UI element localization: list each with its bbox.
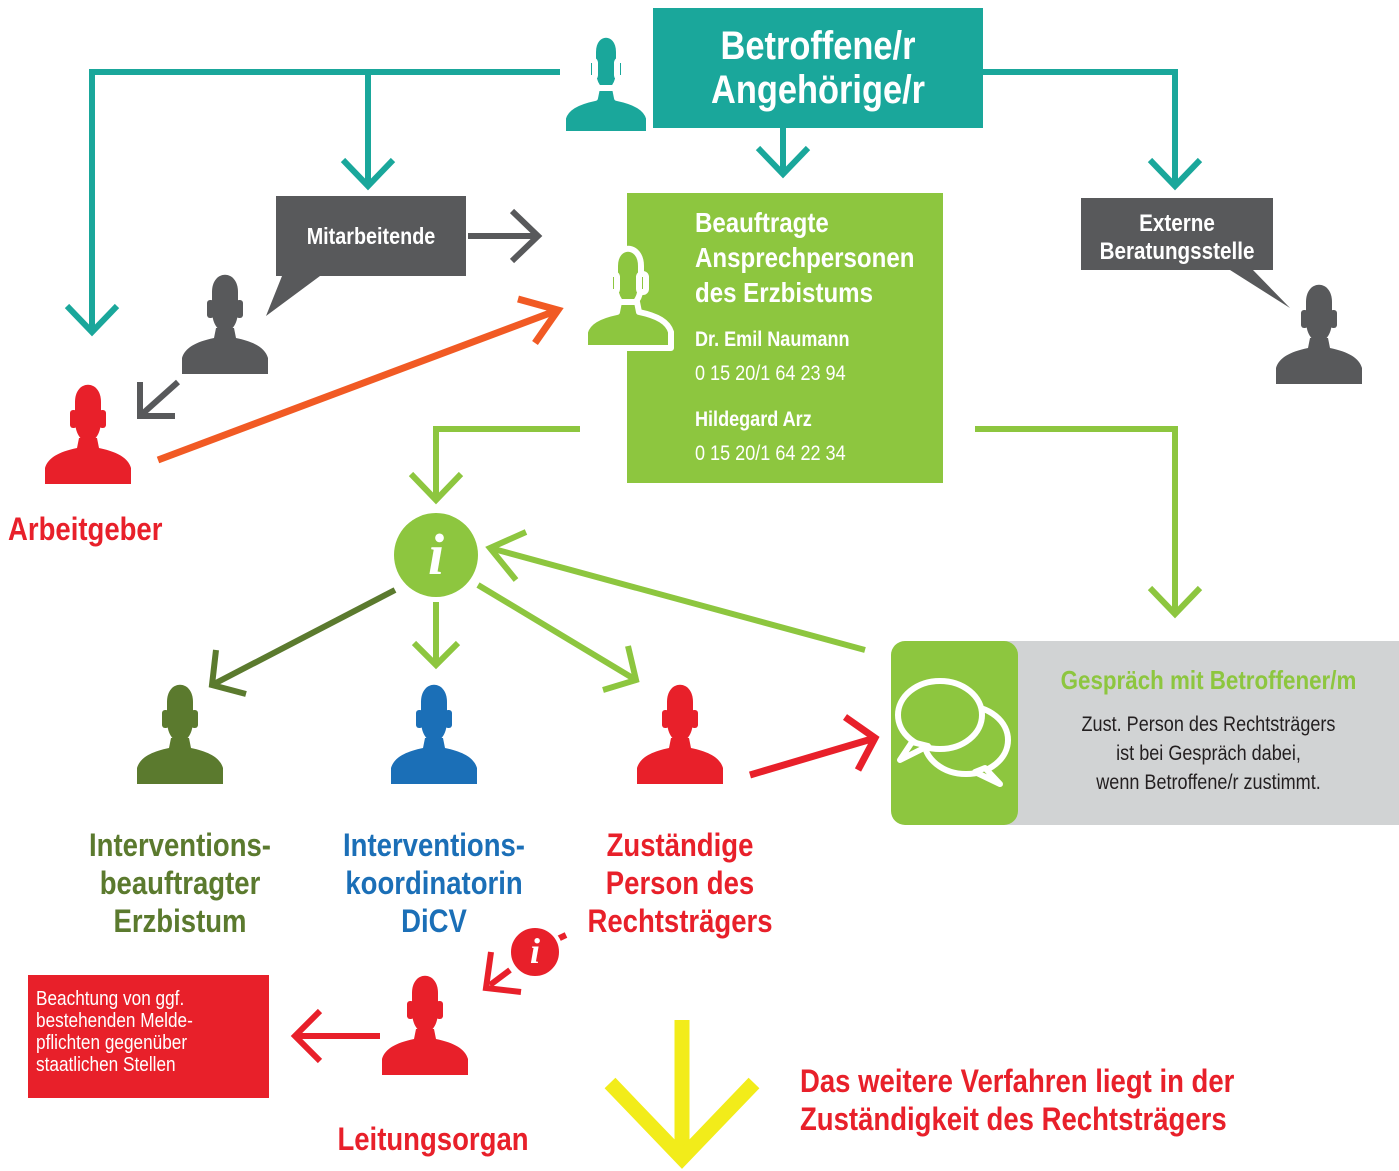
external-line2: Beratungsstelle <box>1099 238 1255 265</box>
responsible-person-label: Zuständige Person des Rechtsträgers <box>577 826 783 940</box>
contact-title-line2: Ansprechpersonen <box>695 242 915 273</box>
governing-body-icon <box>382 975 468 1075</box>
contact-title-line3: des Erzbistums <box>695 277 873 308</box>
meeting-info-panel <box>1000 641 1399 825</box>
affected-person-icon <box>563 35 649 134</box>
meeting-line3: wenn Betroffene/r zustimmt. <box>1096 771 1321 794</box>
meeting-title: Gespräch mit Betroffener/m <box>1060 665 1357 695</box>
meeting-line1: Zust. Person des Rechtsträgers <box>1081 713 1336 736</box>
small-info-icon: i <box>529 931 540 971</box>
role-line: Rechtsträgers <box>587 903 773 939</box>
role-line: beauftragter <box>99 865 261 901</box>
reporting-line: staatlichen Stellen <box>36 1054 176 1076</box>
reporting-line: Beachtung von ggf. <box>36 988 185 1010</box>
contact-name: Dr. Emil Naumann <box>695 328 850 351</box>
contact-phone[interactable]: 0 15 20/1 64 22 34 <box>695 442 846 465</box>
info-icon: i <box>427 522 445 587</box>
board-to-reporting-arrow <box>290 1008 380 1064</box>
role-line: Zuständige <box>606 827 754 863</box>
speech-bubbles-icon <box>895 678 1011 787</box>
procedure-line1: Das weitere Verfahren liegt in der <box>800 1063 1235 1099</box>
role-line: Person des <box>605 865 755 901</box>
governing-body-label: Leitungsorgan <box>337 1121 529 1157</box>
further-procedure-arrow <box>604 1020 760 1169</box>
role-line: Erzbistum <box>113 903 247 939</box>
external-advisory-label: Externe Beratungsstelle <box>1094 210 1259 266</box>
reporting-obligations-text: Beachtung von ggf. bestehenden Melde- pf… <box>36 988 193 1076</box>
employee-icon <box>182 274 268 374</box>
employees-label: Mitarbeitende <box>306 223 436 249</box>
affected-person-label: Betroffene/r Angehörige/r <box>676 24 960 112</box>
green-connectors <box>408 426 1203 619</box>
small-info-circle <box>507 924 563 980</box>
contact-persons-text: Beauftragte Ansprechpersonen des Erzbist… <box>695 205 919 471</box>
intervention-coordinator-icon <box>391 684 477 784</box>
employees-speech-bubble <box>266 196 466 316</box>
affected-person-box <box>653 8 983 128</box>
contact-name: Hildegard Arz <box>695 408 812 431</box>
employee-to-employer-arrow <box>137 379 181 419</box>
affected-person-line1: Betroffene/r <box>720 24 916 68</box>
employer-label: Arbeitgeber <box>8 511 163 547</box>
role-line: koordinatorin <box>345 865 523 901</box>
contact-persons-title: Beauftragte Ansprechpersonen des Erzbist… <box>695 205 919 310</box>
contact-phone[interactable]: 0 15 20/1 64 23 94 <box>695 362 846 385</box>
teal-connectors <box>64 69 1203 337</box>
role-line: Interventions- <box>89 827 271 863</box>
reporting-obligations-box <box>28 975 269 1098</box>
role-line: Interventions- <box>343 827 525 863</box>
meeting-description: Zust. Person des Rechtsträgers ist bei G… <box>1045 710 1373 797</box>
external-advisor-icon <box>1276 284 1362 384</box>
intervention-officer-label: Interventions- beauftragter Erzbistum <box>77 826 283 940</box>
intervention-officer-icon <box>137 684 223 784</box>
responsible-to-board-arrow <box>482 951 522 995</box>
employer-to-contacts-arrow <box>156 295 564 464</box>
reporting-line: bestehenden Melde- <box>36 1010 193 1032</box>
affected-person-line2: Angehörige/r <box>710 68 926 112</box>
role-line: DiCV <box>401 903 467 939</box>
info-circle <box>394 513 478 597</box>
meeting-line2: ist bei Gespräch dabei, <box>1116 742 1301 765</box>
further-procedure-text: Das weitere Verfahren liegt in der Zustä… <box>800 1062 1234 1138</box>
responsible-to-meeting-arrow <box>749 714 880 779</box>
contact-title-line1: Beauftragte <box>695 207 829 238</box>
external-speech-bubble <box>1081 198 1290 308</box>
reporting-line: pflichten gegenüber <box>36 1032 188 1054</box>
procedure-line2: Zuständigkeit des Rechtsträgers <box>800 1101 1227 1137</box>
employer-icon <box>45 384 131 484</box>
contact-persons-box <box>627 193 943 483</box>
external-line1: Externe <box>1139 210 1215 237</box>
responsible-person-icon <box>637 684 723 784</box>
info-to-roles-arrows <box>208 529 866 697</box>
intervention-coordinator-label: Interventions- koordinatorin DiCV <box>331 826 537 940</box>
employees-arrow <box>468 208 543 264</box>
